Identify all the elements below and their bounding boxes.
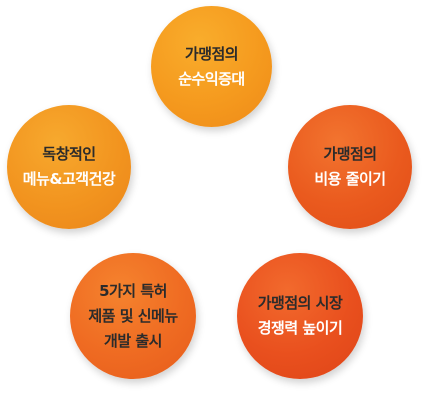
node-net-profit: 가맹점의 순수익증대 (151, 6, 272, 127)
node-cost-reduction-line-1: 가맹점의 (323, 145, 377, 163)
node-original-menu-line-2: 메뉴&고객건강 (22, 170, 116, 188)
node-patent-products: 5가지 특허 제품 및 신메뉴 개발 출시 (70, 253, 196, 379)
node-patent-products-line-2: 제품 및 신메뉴 (88, 306, 178, 325)
node-net-profit-line-2: 순수익증대 (178, 69, 245, 88)
node-market-competitiveness: 가맹점의 시장 경쟁력 높이기 (237, 253, 363, 379)
node-original-menu: 독창적인 메뉴&고객건강 (7, 105, 131, 229)
node-net-profit-line-1: 가맹점의 (184, 44, 239, 63)
node-original-menu-line-1: 독창적인 (42, 145, 96, 163)
node-patent-products-line-3: 개발 출시 (104, 331, 162, 350)
node-cost-reduction-line-2: 비용 줄이기 (314, 170, 386, 188)
node-market-competitiveness-line-1: 가맹점의 시장 (257, 294, 343, 312)
node-market-competitiveness-line-2: 경쟁력 높이기 (257, 319, 343, 337)
node-patent-products-line-1: 5가지 특허 (99, 281, 167, 300)
node-cost-reduction: 가맹점의 비용 줄이기 (288, 105, 412, 229)
